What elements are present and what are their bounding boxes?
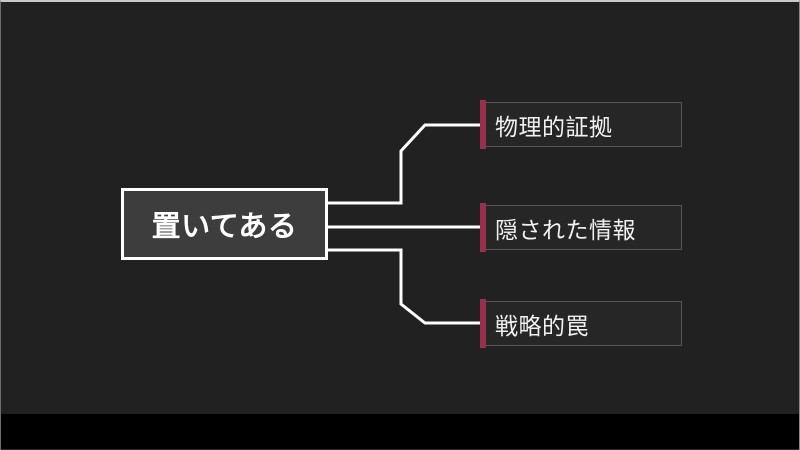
branch-node-label: 物理的証拠 xyxy=(495,113,613,140)
connector-line-bottom xyxy=(328,248,481,325)
accent-bar xyxy=(480,203,486,252)
accent-bar xyxy=(480,299,486,348)
slide-canvas: 置いてある 物理的証拠 隠された情報 戦略的罠 xyxy=(1,2,799,414)
branch-node-physical-evidence: 物理的証拠 xyxy=(480,100,682,149)
branch-node-hidden-information: 隠された情報 xyxy=(480,203,682,252)
branch-node-label: 隠された情報 xyxy=(495,216,636,243)
branch-node-label: 戦略的罠 xyxy=(495,312,589,339)
letterbox-bar xyxy=(1,414,799,450)
root-node: 置いてある xyxy=(121,188,328,260)
connector-line-top xyxy=(328,123,481,205)
accent-bar xyxy=(480,100,486,149)
root-node-label: 置いてある xyxy=(151,211,298,243)
branch-node-strategic-trap: 戦略的罠 xyxy=(480,299,682,348)
